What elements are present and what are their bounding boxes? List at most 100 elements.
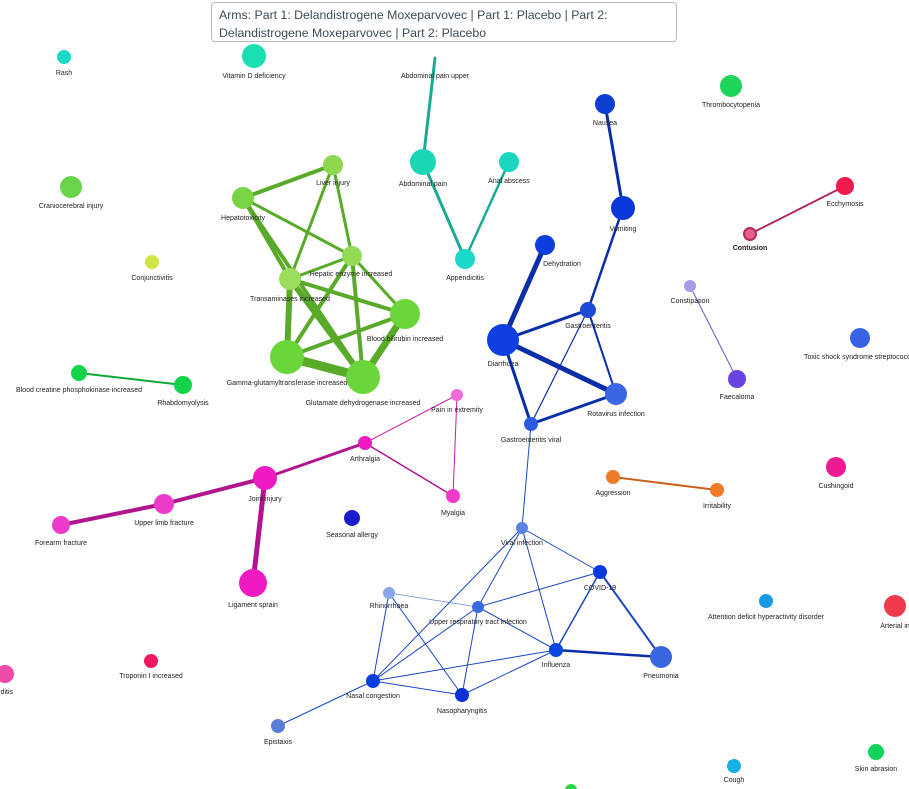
node-ggt[interactable]: Gamma-glutamyltransferase increased	[227, 340, 348, 387]
node-circle-rash[interactable]	[57, 50, 71, 64]
node-transam[interactable]: Transaminases increased	[250, 268, 330, 303]
node-circle-rotavirus[interactable]	[605, 383, 627, 405]
node-analabs[interactable]: Anal abscess	[488, 152, 530, 185]
node-circle-contusion[interactable]	[743, 227, 757, 241]
node-circle-vomiting[interactable]	[611, 196, 635, 220]
node-vitd[interactable]: Vitamin D deficiency	[222, 44, 286, 80]
node-circle-conjunct[interactable]	[145, 255, 159, 269]
node-circle-faecaloma[interactable]	[728, 370, 746, 388]
node-dehydration[interactable]: Dehydration	[535, 235, 581, 268]
node-circle-arterial[interactable]	[884, 595, 906, 617]
node-circle-irritability[interactable]	[710, 483, 724, 497]
node-contusion[interactable]: Contusion	[733, 227, 768, 252]
node-circle-nasoph[interactable]	[455, 688, 469, 702]
node-irritability[interactable]: Irritability	[703, 483, 732, 510]
node-thrombo[interactable]: Thrombocytopenia	[702, 75, 760, 109]
node-hepatotox[interactable]: Hepatotoxicity	[221, 187, 265, 222]
node-circle-cushingoid[interactable]	[826, 457, 846, 477]
node-circle-arthralgia[interactable]	[358, 436, 372, 450]
node-circle-dehydration[interactable]	[535, 235, 555, 255]
node-glutamate[interactable]: Glutamate dehydrogenase increased	[306, 360, 421, 407]
node-circle-ecchymosis[interactable]	[836, 177, 854, 195]
node-rash[interactable]: Rash	[56, 50, 72, 77]
node-conjunct[interactable]: Conjunctivitis	[131, 255, 173, 282]
node-circle-glutamate[interactable]	[346, 360, 380, 394]
node-circle-urti[interactable]	[472, 601, 484, 613]
node-circle-aggression[interactable]	[606, 470, 620, 484]
node-circle-bcpk[interactable]	[71, 365, 87, 381]
node-constipation[interactable]: Constipation	[671, 280, 710, 305]
node-circle-skinabr[interactable]	[868, 744, 884, 760]
node-circle-viral[interactable]	[516, 522, 528, 534]
node-faecaloma[interactable]: Faecaloma	[720, 370, 755, 401]
node-vomiting[interactable]: Vomiting	[610, 196, 637, 233]
node-circle-gastroent[interactable]	[580, 302, 596, 318]
node-circle-bili[interactable]	[390, 299, 420, 329]
node-abdpain[interactable]: Abdominal pain	[399, 149, 447, 188]
node-circle-vitd[interactable]	[242, 44, 266, 68]
node-circle-ggt[interactable]	[270, 340, 304, 374]
node-circle-forearm[interactable]	[52, 516, 70, 534]
node-ligament[interactable]: Ligament sprain	[228, 569, 278, 609]
node-myalgia[interactable]: Myalgia	[441, 489, 465, 517]
node-circle-painext[interactable]	[451, 389, 463, 401]
node-gastroviral[interactable]: Gastroenteritis viral	[501, 417, 562, 444]
node-circle-constipation[interactable]	[684, 280, 696, 292]
node-nasoph[interactable]: Nasopharyngitis	[437, 688, 488, 715]
node-circle-carditis[interactable]	[0, 665, 14, 683]
node-circle-troponin[interactable]	[144, 654, 158, 668]
node-arthralgia[interactable]: Arthralgia	[350, 436, 380, 463]
node-circle-rhabdo[interactable]	[174, 376, 192, 394]
node-circle-gastroviral[interactable]	[524, 417, 538, 431]
node-epistaxis[interactable]: Epistaxis	[264, 719, 293, 746]
node-circle-abdpain[interactable]	[410, 149, 436, 175]
node-appendicitis[interactable]: Appendicitis	[446, 249, 484, 282]
node-liverinj[interactable]: Liver injury	[316, 155, 350, 187]
node-jointinj[interactable]: Joint injury	[248, 466, 282, 503]
node-circle-adhd[interactable]	[759, 594, 773, 608]
node-circle-myalgia[interactable]	[446, 489, 460, 503]
node-pneumonia[interactable]: Pneumonia	[643, 646, 679, 680]
node-circle-appendicitis[interactable]	[455, 249, 475, 269]
node-circle-ligament[interactable]	[239, 569, 267, 597]
node-skinabr[interactable]: Skin abrasion	[855, 744, 898, 773]
node-circle-liverinj[interactable]	[323, 155, 343, 175]
node-viral[interactable]: Viral infection	[501, 522, 543, 547]
node-circle-upperlimb[interactable]	[154, 494, 174, 514]
node-covid[interactable]: COVID-19	[584, 565, 616, 592]
node-painext[interactable]: Pain in extremity	[431, 389, 483, 414]
node-circle-covid[interactable]	[593, 565, 607, 579]
node-cushingoid[interactable]: Cushingoid	[818, 457, 854, 490]
node-aggression[interactable]: Aggression	[595, 470, 631, 497]
node-carditis[interactable]: ocarditis	[0, 665, 14, 696]
node-circle-rhino[interactable]	[383, 587, 395, 599]
node-influenza[interactable]: Influenza	[542, 643, 571, 669]
node-diarrhoea[interactable]: Diarrhoea	[487, 324, 519, 368]
node-bili[interactable]: Blood bilirubin increased	[367, 299, 443, 343]
node-circle-nasal[interactable]	[366, 674, 380, 688]
node-circle-nausea[interactable]	[595, 94, 615, 114]
node-circle-toxicshock[interactable]	[850, 328, 870, 348]
node-abdupper[interactable]: Abdominal pain upper	[401, 73, 470, 80]
node-arterial[interactable]: Arterial in	[880, 595, 909, 630]
node-circle-hepatotox[interactable]	[232, 187, 254, 209]
node-nasal[interactable]: Nasal congestion	[346, 674, 400, 700]
node-circle-hepenz[interactable]	[342, 246, 362, 266]
node-bottomgreen[interactable]	[565, 784, 577, 789]
node-troponin[interactable]: Troponin I increased	[119, 654, 183, 680]
node-toxicshock[interactable]: Toxic shock syndrome streptococcal	[804, 328, 909, 361]
node-circle-influenza[interactable]	[549, 643, 563, 657]
node-seasonal[interactable]: Seasonal allergy	[326, 510, 378, 539]
node-ecchymosis[interactable]: Ecchymosis	[826, 177, 864, 208]
node-circle-diarrhoea[interactable]	[487, 324, 519, 356]
node-hepenz[interactable]: Hepatic enzyme increased	[310, 246, 393, 278]
node-circle-jointinj[interactable]	[253, 466, 277, 490]
node-cough[interactable]: Cough	[724, 759, 745, 784]
node-bcpk[interactable]: Blood creatine phosphokinase increased	[16, 365, 142, 394]
node-circle-cranio[interactable]	[60, 176, 82, 198]
node-gastroent[interactable]: Gastroenteritis	[565, 302, 611, 330]
node-circle-thrombo[interactable]	[720, 75, 742, 97]
node-circle-bottomgreen[interactable]	[565, 784, 577, 789]
node-upperlimb[interactable]: Upper limb fracture	[134, 494, 194, 527]
